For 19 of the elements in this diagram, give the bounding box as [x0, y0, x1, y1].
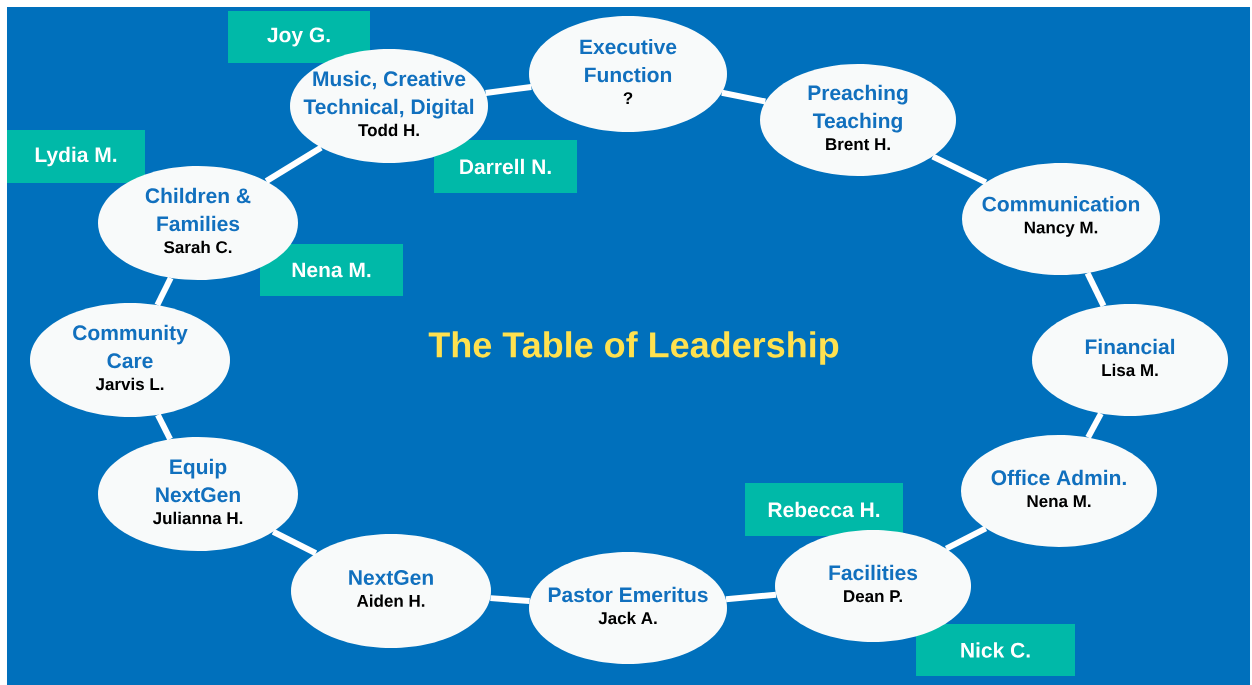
- connector-line: [931, 153, 988, 186]
- connector-line: [485, 83, 532, 97]
- name-tag: Rebecca H.: [745, 483, 903, 536]
- connector-line: [154, 276, 174, 307]
- connector-line: [264, 145, 323, 184]
- name-tag: Nick C.: [916, 624, 1075, 676]
- connector-line: [1084, 271, 1107, 308]
- connector-line: [490, 595, 530, 604]
- connector-line: [271, 529, 318, 556]
- connector-line: [155, 413, 173, 441]
- connector-line: [721, 89, 766, 105]
- connector-line: [944, 525, 988, 552]
- connector-line: [1085, 412, 1104, 439]
- name-tag: Darrell N.: [434, 140, 577, 193]
- name-tag: Joy G.: [228, 11, 370, 63]
- title: The Table of Leadership: [428, 331, 839, 365]
- name-tag: Nena M.: [260, 244, 403, 296]
- name-tag: Lydia M.: [7, 130, 145, 183]
- connector-line: [725, 591, 777, 603]
